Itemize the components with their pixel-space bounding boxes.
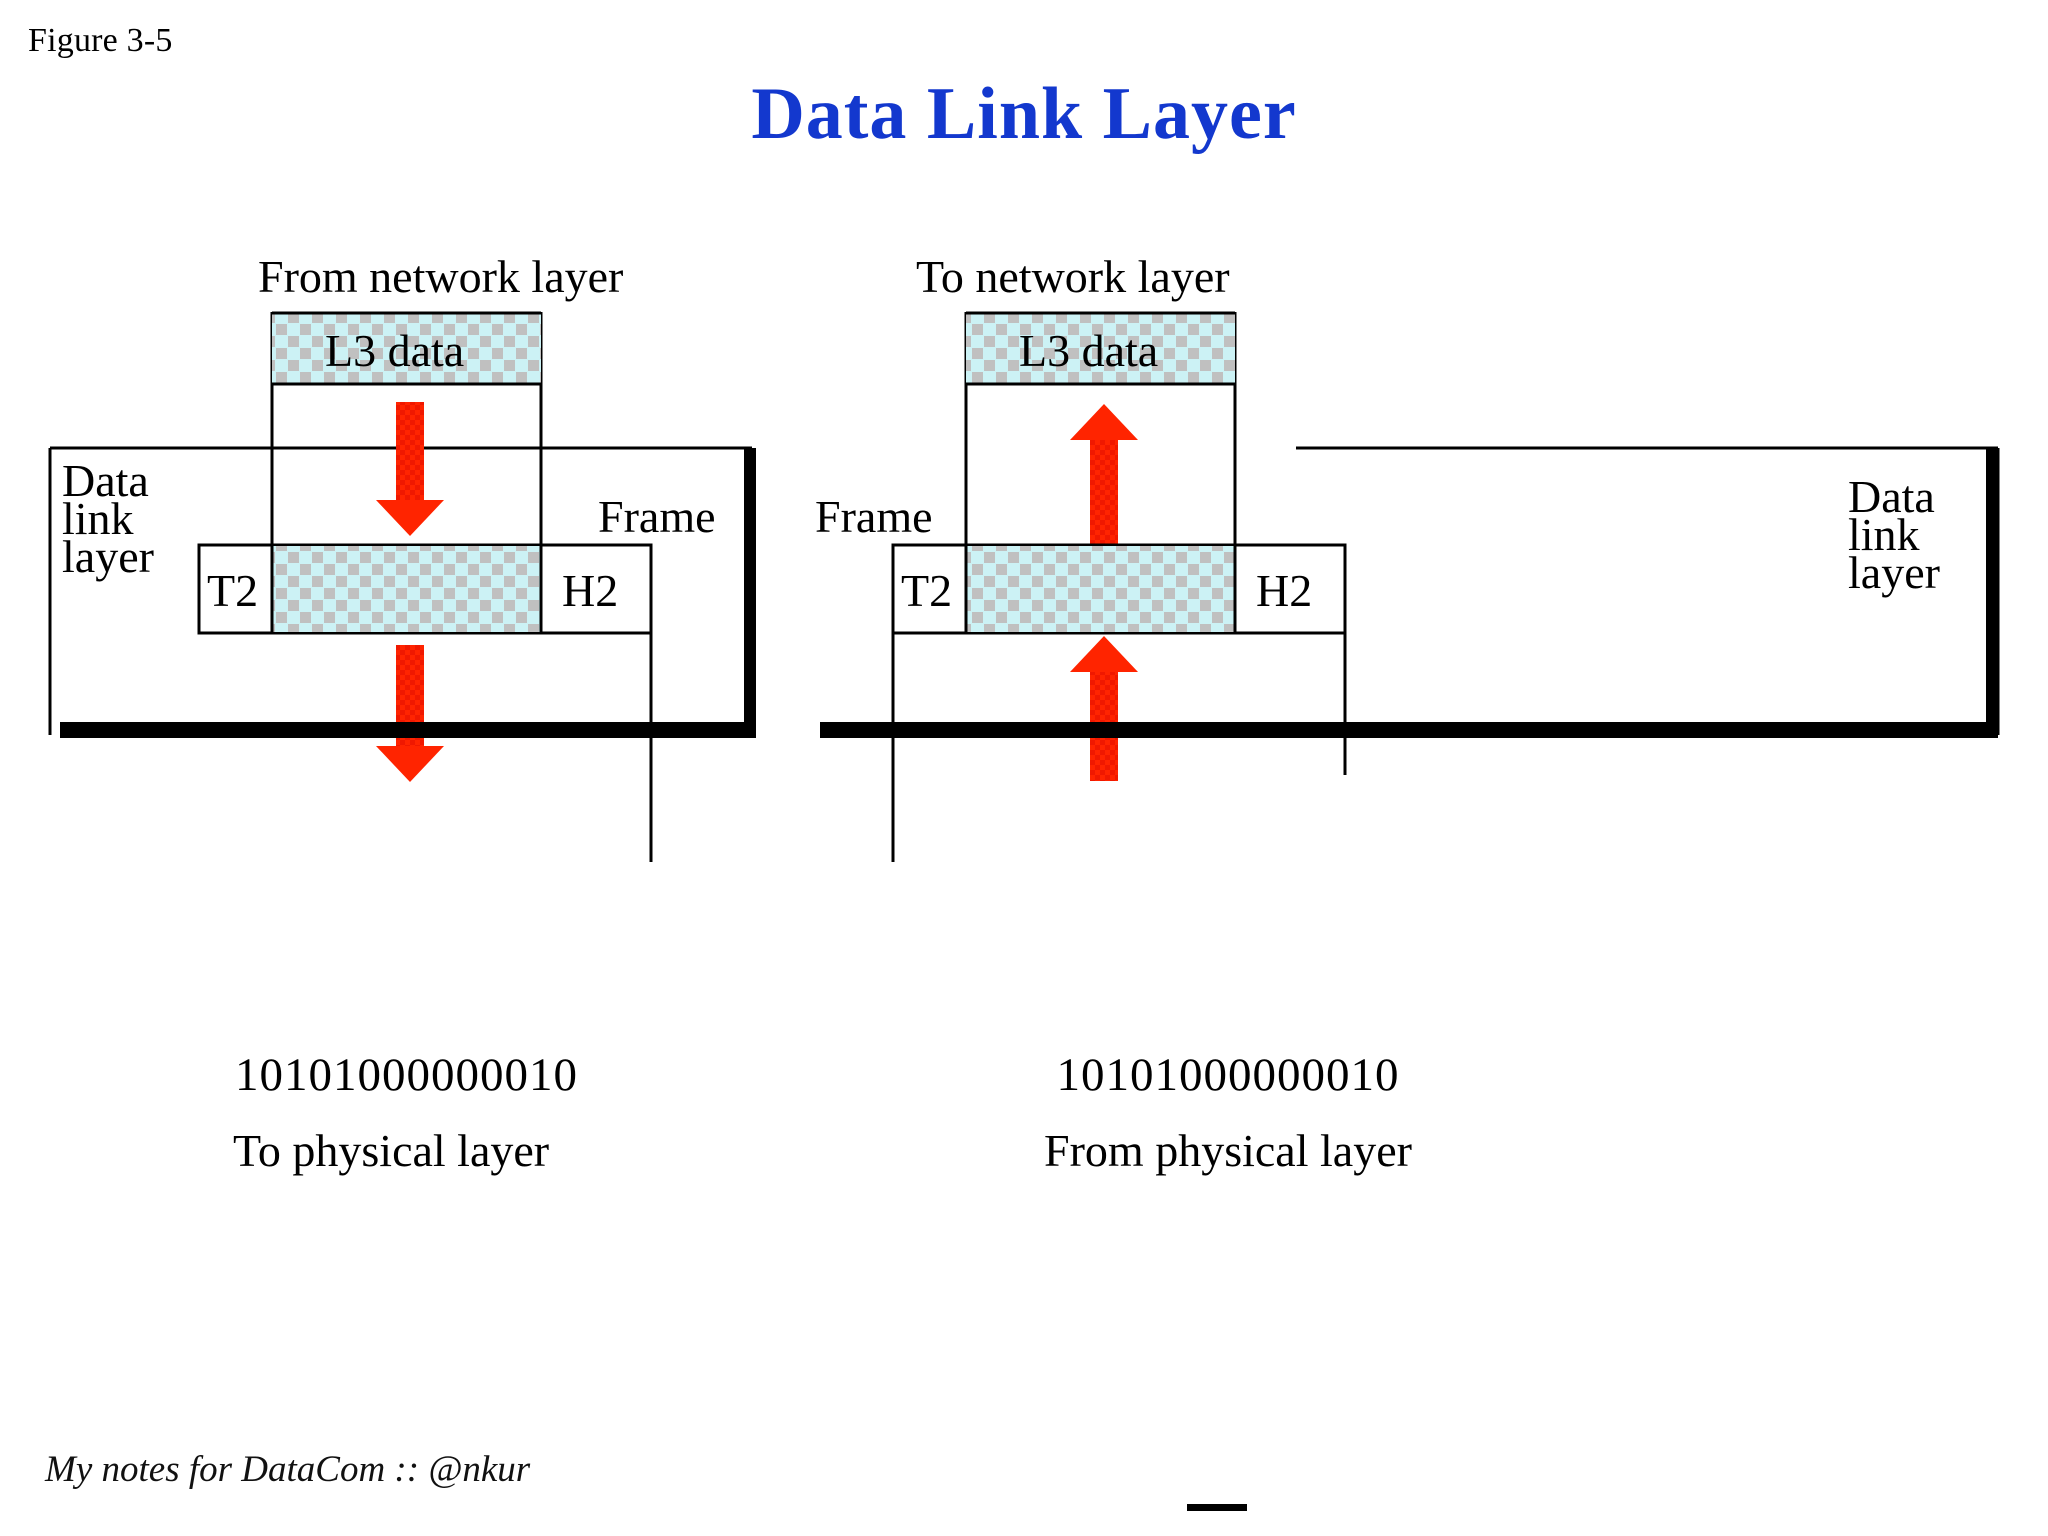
right-header-label: H2 <box>1256 565 1312 616</box>
left-l3-data-box: L3 data <box>272 311 541 386</box>
left-physical-bar <box>60 722 752 738</box>
right-layer-line-0: Data <box>1848 471 1935 522</box>
left-layer-line-0: Data <box>62 455 149 506</box>
right-layer-line-2: layer <box>1848 547 1940 598</box>
right-top-label: To network layer <box>916 251 1230 302</box>
right-frame-label: Frame <box>815 491 933 542</box>
bottom-divider-dash <box>1187 1504 1247 1511</box>
right-l3-data-box: L3 data <box>966 311 1235 386</box>
left-frame-row: T2 H2 <box>197 543 653 635</box>
right-trailer-label: T2 <box>901 565 952 616</box>
left-header-label: H2 <box>562 565 618 616</box>
footer-notes: My notes for DataCom :: @nkur <box>45 1449 531 1490</box>
left-trailer-label: T2 <box>207 565 258 616</box>
right-physical-bar-left <box>820 722 1300 738</box>
left-side-layer-caption: Data link layer <box>62 455 154 582</box>
right-bottom-label: From physical layer <box>1044 1125 1412 1176</box>
figure-number: Figure 3-5 <box>28 22 173 59</box>
right-layer-line-1: link <box>1848 509 1920 560</box>
left-layer-line-2: layer <box>62 531 154 582</box>
left-bottom-label: To physical layer <box>233 1125 549 1176</box>
right-frame-row: T2 H2 <box>891 543 1347 635</box>
left-l3-data-label: L3 data <box>325 325 464 376</box>
right-arrow-up-to-network <box>1070 404 1138 548</box>
left-arrow-down-to-physical <box>376 645 444 782</box>
right-physical-bar <box>1296 722 1998 738</box>
page-title: Data Link Layer <box>751 73 1297 155</box>
left-bitstream: 10101000000010 <box>235 1049 578 1101</box>
left-right-thick-wall <box>744 448 756 738</box>
right-arrow-up-from-physical <box>1070 636 1138 781</box>
left-arrow-down-to-frame <box>376 402 444 536</box>
left-top-label: From network layer <box>258 251 623 302</box>
right-left-thick-wall <box>1986 448 1998 738</box>
right-panel-group: To network layer L3 data Data link layer <box>815 251 2000 1176</box>
right-side-layer-caption: Data link layer <box>1848 471 1940 598</box>
left-frame-label: Frame <box>598 491 716 542</box>
right-bitstream: 10101000000010 <box>1057 1049 1400 1101</box>
right-l3-data-label: L3 data <box>1019 325 1158 376</box>
left-layer-line-1: link <box>62 493 134 544</box>
left-panel-group: From network layer L3 data Data link lay… <box>48 251 756 1176</box>
